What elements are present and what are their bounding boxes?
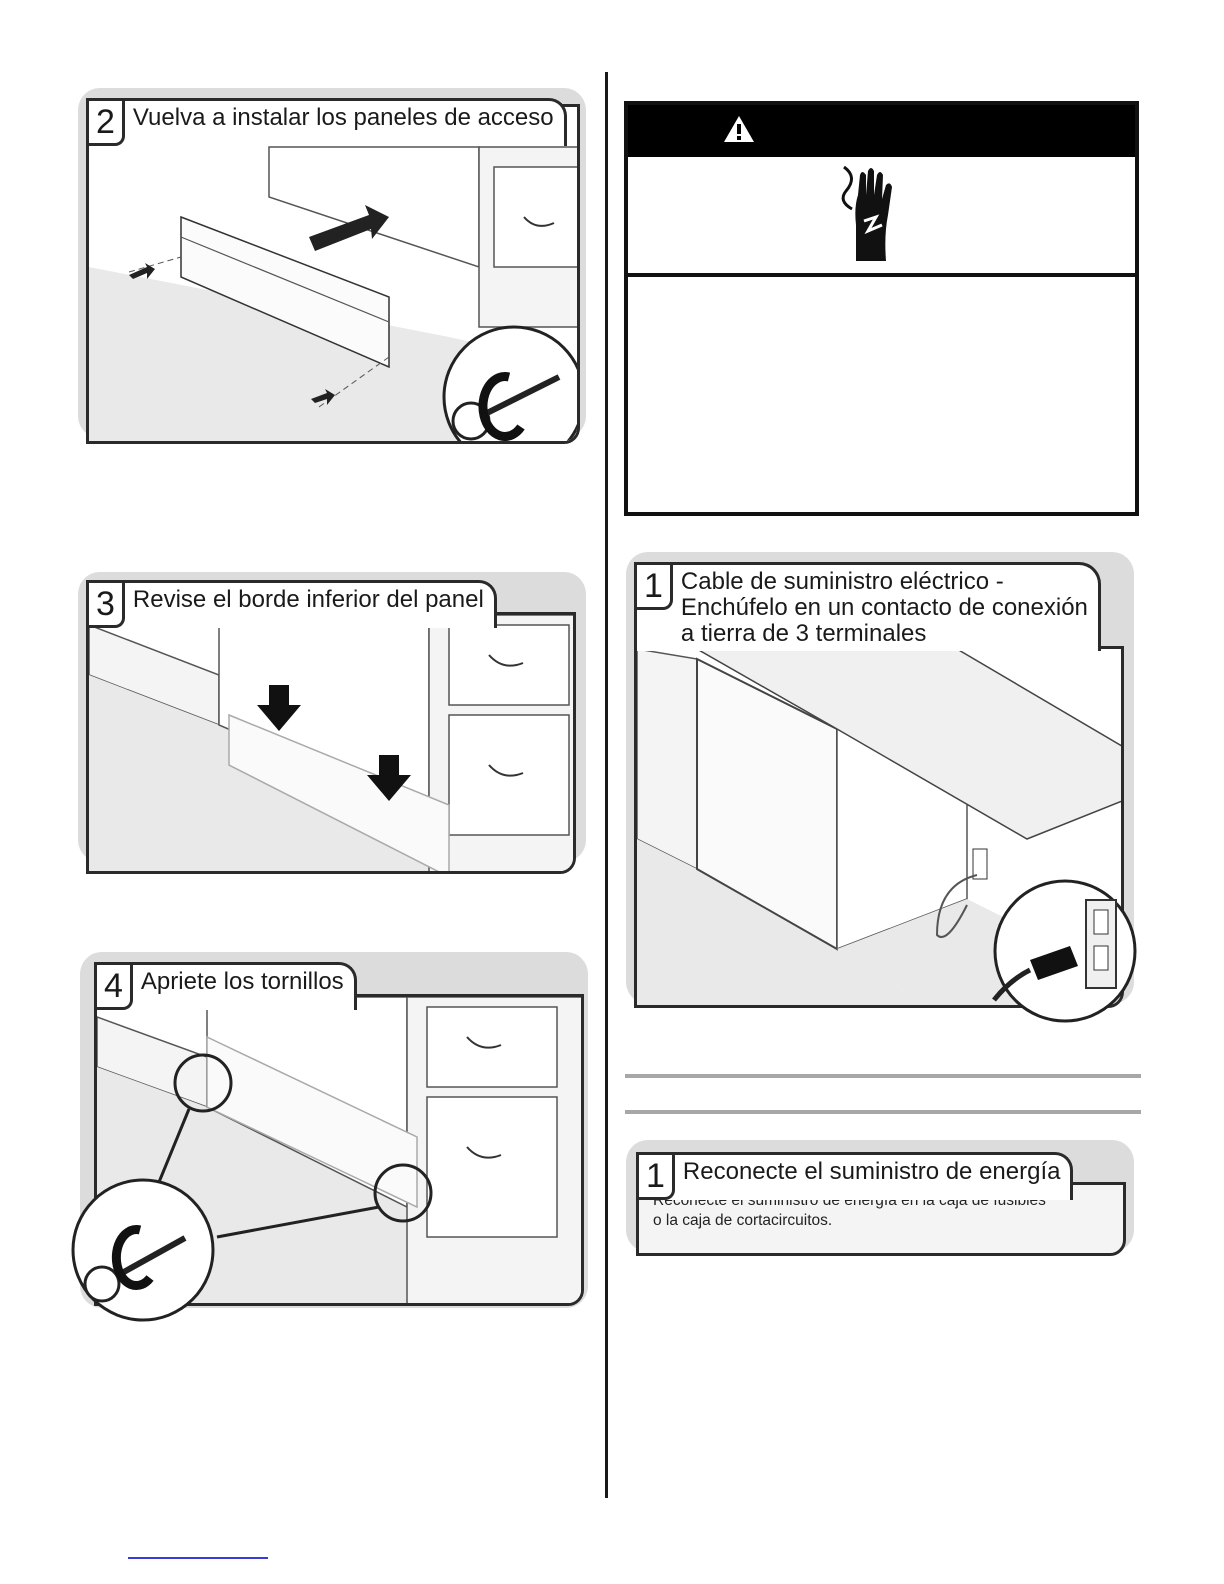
- step-1-reconnect-title: Reconecte el suministro de energía: [682, 1158, 1061, 1185]
- step-2-header: 2 Vuelva a instalar los paneles de acces…: [86, 98, 567, 146]
- power-cord-illustration: [637, 649, 1121, 1005]
- warning-pictogram: [628, 157, 1135, 277]
- step-4-header: 4 Apriete los tornillos: [94, 962, 357, 1010]
- step-1-cord-header: 1 Cable de suministro eléctrico - Enchúf…: [634, 562, 1101, 651]
- step-1-power-cord: 1 Cable de suministro eléctrico - Enchúf…: [626, 552, 1138, 1028]
- step-4-number: 4: [97, 965, 133, 1010]
- step-1-reconnect-power: Reconecte el suministro de energía en la…: [626, 1140, 1138, 1264]
- tighten-screws-illustration: [97, 997, 581, 1303]
- step-3-title: Revise el borde inferior del panel: [132, 586, 484, 613]
- panel-edge-illustration: [89, 615, 573, 871]
- step-3-illustration-frame: [86, 612, 576, 874]
- reconnect-text-line-2: o la caja de cortacircuitos.: [653, 1212, 833, 1229]
- screwdriver-zoom-detail: [71, 1178, 215, 1322]
- step-1-cord-illustration-frame: [634, 646, 1124, 1008]
- step-1-cord-title: Cable de suministro eléctrico - Enchúfel…: [673, 565, 1098, 651]
- step-4-tighten-screws: 4 Apriete los tornillos: [70, 952, 590, 1324]
- step-1-reconnect-header: 1 Reconecte el suministro de energía: [636, 1152, 1074, 1200]
- warning-triangle-icon: [724, 116, 754, 142]
- section-rule-bottom: [625, 1110, 1141, 1114]
- warning-box: [624, 101, 1139, 516]
- column-divider: [605, 72, 608, 1498]
- step-1-cord-title-line-3: a tierra de 3 terminales: [680, 620, 927, 647]
- step-3-number: 3: [89, 583, 125, 628]
- step-1-reconnect-number: 1: [639, 1155, 675, 1200]
- footer-link-underline[interactable]: [128, 1557, 268, 1559]
- step-1-cord-title-line-2: Enchúfelo en un contacto de conexión: [680, 594, 1088, 621]
- step-2-reinstall-access-panels: 2 Vuelva a instalar los paneles de acces…: [78, 88, 590, 460]
- electrical-shock-hand-icon: [841, 165, 892, 261]
- step-2-number: 2: [89, 101, 125, 146]
- warning-header-bar: [628, 105, 1135, 157]
- step-2-title: Vuelva a instalar los paneles de acceso: [132, 104, 554, 131]
- panel-install-illustration: [89, 146, 577, 441]
- section-rule-top: [625, 1074, 1141, 1078]
- step-4-title: Apriete los tornillos: [140, 968, 344, 995]
- step-1-cord-title-line-1: Cable de suministro eléctrico -: [680, 568, 1004, 595]
- step-3-header: 3 Revise el borde inferior del panel: [86, 580, 497, 628]
- plug-zoom-detail: [992, 879, 1137, 1023]
- step-1-cord-number: 1: [637, 565, 673, 610]
- step-2-illustration-frame: [86, 104, 580, 444]
- step-3-check-panel-edge: 3 Revise el borde inferior del panel: [78, 572, 590, 878]
